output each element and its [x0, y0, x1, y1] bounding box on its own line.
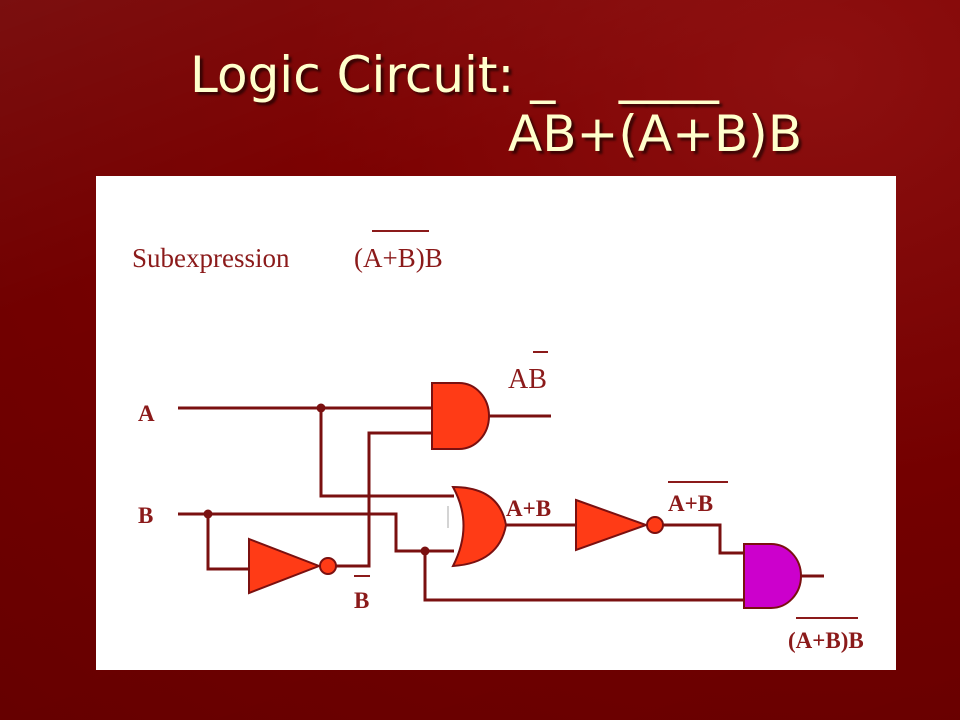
or-gate — [451, 485, 508, 568]
logic-circuit-diagram: Subexpression (A+B)B — [132, 230, 864, 653]
not-a-plus-b-label: A+B — [668, 491, 713, 516]
wire-b-to-and2 — [423, 551, 744, 602]
wire-b-to-inverter — [206, 514, 249, 571]
and-gate-1 — [431, 382, 490, 450]
input-a-label: A — [138, 401, 155, 426]
slide-title-line1: Logic Circuit: _ ____ — [190, 46, 719, 104]
input-b-label: B — [138, 503, 153, 528]
inverter-b-bubble — [319, 557, 337, 575]
subexpression-expression: (A+B)B — [354, 243, 443, 273]
wire-b-not — [336, 431, 432, 568]
inverter-a-plus-b-bubble — [646, 516, 664, 534]
junction-b-2 — [420, 546, 430, 556]
inverter-a-plus-b — [575, 498, 649, 552]
output-label: (A+B)B — [788, 628, 864, 653]
ab-not-label: AB — [508, 364, 547, 395]
junctions — [203, 403, 430, 556]
junction-b — [203, 509, 213, 519]
slide-title-line2: AB+(A+B)B — [508, 105, 803, 163]
inverter-b — [248, 537, 322, 595]
wire-a-branch — [319, 408, 454, 498]
wire-not-a-plus-b — [663, 523, 744, 555]
b-not-label: B — [354, 588, 369, 613]
circuit-wires — [178, 406, 824, 602]
and-gate-output — [743, 543, 802, 609]
junction-a — [316, 403, 326, 413]
a-plus-b-label: A+B — [506, 496, 551, 521]
wire-b-to-or — [208, 512, 454, 553]
subexpression-label: Subexpression — [132, 243, 290, 273]
diagram-panel: Subexpression (A+B)B — [96, 176, 896, 670]
